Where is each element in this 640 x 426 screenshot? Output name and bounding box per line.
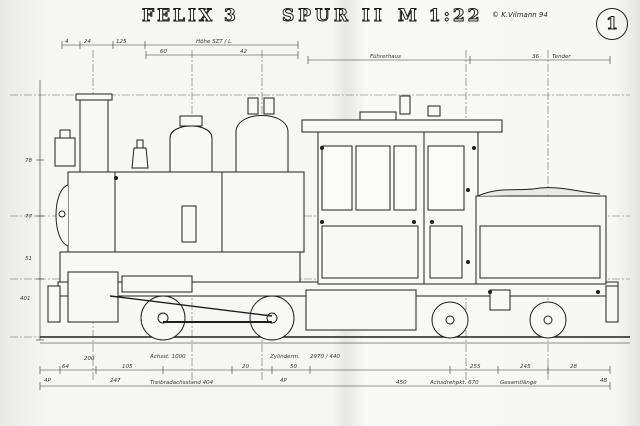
dim-label: 60 — [160, 49, 167, 55]
dim-label: 78 — [25, 158, 32, 164]
dim-label: 20 — [242, 364, 249, 370]
top-dimension-labels: 4 24 125 60 42 Höhe SZT / L. Führerhaus … — [20, 39, 571, 302]
dim-label: 401 — [20, 296, 31, 302]
dim-label: 247 — [110, 378, 121, 384]
dim-label: Führerhaus — [370, 54, 401, 60]
dim-label: 28 — [570, 364, 577, 370]
dim-label: Zylinderm. — [269, 354, 300, 360]
top-dimension-lines — [36, 41, 611, 341]
dim-label: 42 — [240, 49, 247, 55]
rivets — [114, 146, 600, 294]
dim-label: Gesamtlänge — [500, 380, 537, 386]
dim-label: 4P — [280, 378, 287, 384]
locomotive-body — [40, 93, 630, 344]
dim-label: 125 — [116, 39, 127, 45]
dim-label: 51 — [25, 256, 32, 262]
copyright-note: © K.Vilmann 94 — [492, 11, 548, 19]
gauge-label: SPUR II — [282, 6, 386, 27]
dim-label: 200 — [84, 356, 95, 362]
dim-label: 4B — [600, 378, 607, 384]
dim-label: 2970 / 440 — [310, 354, 340, 360]
scale-label: M 1:22 — [398, 6, 483, 27]
dim-label: 50 — [290, 364, 297, 370]
dim-label: 4P — [44, 378, 51, 384]
dim-label: 105 — [122, 364, 133, 370]
sheet-number-badge: 1 — [596, 8, 628, 40]
dim-label: 450 — [396, 380, 407, 386]
dim-label: 36 — [532, 54, 539, 60]
dim-label: Tender — [552, 54, 571, 60]
dim-label: 255 — [470, 364, 481, 370]
bottom-dimension-labels: 200 64 105 20 50 Achsst. 1000 Zylinderm.… — [44, 354, 607, 386]
dim-label: 245 — [520, 364, 531, 370]
dim-label: 77 — [25, 214, 32, 220]
bottom-dimension-lines — [39, 366, 611, 390]
dim-label: 24 — [84, 39, 91, 45]
dim-label: 4 — [65, 39, 69, 45]
dim-label: Achsst. 1000 — [149, 354, 186, 360]
drawing-title: FELIX 3 — [142, 6, 239, 27]
dim-label: Treibradachsstand 404 — [150, 380, 214, 386]
dim-label: 64 — [62, 364, 69, 370]
dim-label: Achsdrehpkt. 670 — [429, 380, 479, 386]
dim-label: Höhe SZT / L. — [196, 39, 233, 45]
